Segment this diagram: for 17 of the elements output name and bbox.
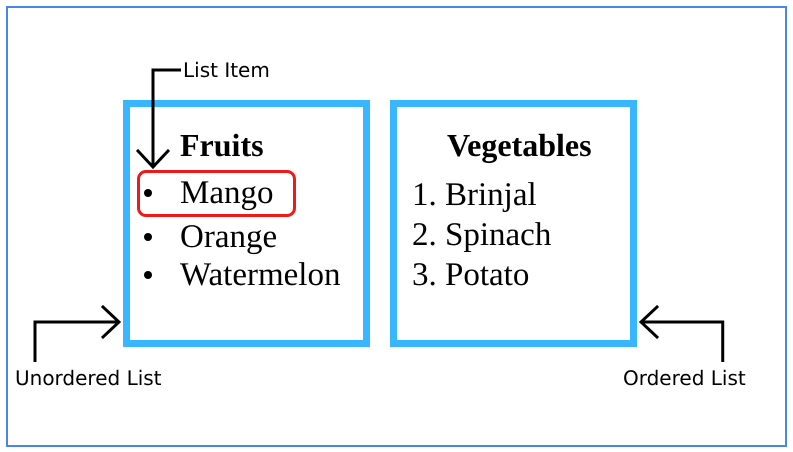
list-item: 1. Brinjal xyxy=(412,176,537,214)
callout-arrow xyxy=(34,306,120,362)
list-item: 2. Spinach xyxy=(412,216,552,254)
list-panel xyxy=(123,100,370,347)
list-heading: Vegetables xyxy=(447,126,592,164)
list-item: Orange xyxy=(180,218,278,256)
highlight-box xyxy=(137,170,296,217)
list-item: Watermelon xyxy=(180,256,340,294)
callout-label: Ordered List xyxy=(623,366,746,390)
list-heading: Fruits xyxy=(180,126,264,164)
list-item: Mango xyxy=(180,174,274,212)
list-item: 3. Potato xyxy=(412,256,530,294)
list-panel xyxy=(390,100,637,347)
callout-label: List Item xyxy=(183,58,270,82)
callout-arrow xyxy=(640,306,724,362)
callout-label: Unordered List xyxy=(15,366,162,390)
callout-arrow xyxy=(136,68,181,168)
